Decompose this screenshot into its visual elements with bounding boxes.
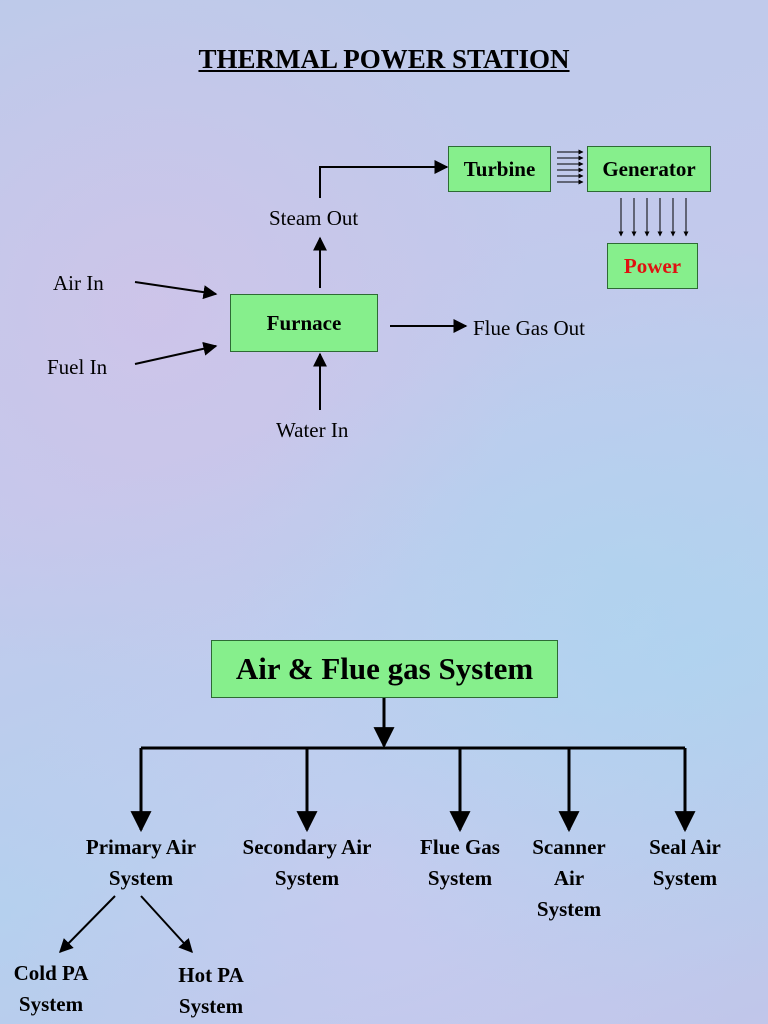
steam-out-label: Steam Out xyxy=(269,206,359,230)
secondary-air-system-node: Secondary Air System xyxy=(242,835,372,890)
scanner-air-system-node: Scanner Air System xyxy=(532,835,606,921)
power-label: Power xyxy=(623,253,682,278)
air-flue-gas-system-box: Air & Flue gas System xyxy=(211,640,558,698)
furnace-label: Furnace xyxy=(266,310,342,335)
branch-hot-pa xyxy=(140,895,193,954)
air-flue-gas-system-label: Air & Flue gas System xyxy=(235,651,534,686)
flue-gas-system-node: Flue Gas System xyxy=(420,835,500,890)
air-in-label: Air In xyxy=(53,271,104,295)
flue-gas-out-label: Flue Gas Out xyxy=(473,316,585,340)
water-in-label: Water In xyxy=(276,418,349,442)
primary-air-system-node: Primary Air System xyxy=(85,835,197,890)
page-title: THERMAL POWER STATION xyxy=(198,44,570,74)
fuel-in-label: Fuel In xyxy=(47,355,108,379)
branch-cold-pa xyxy=(59,895,116,953)
generator-power-arrows xyxy=(618,198,689,237)
generator-box: Generator xyxy=(587,146,711,192)
furnace-box: Furnace xyxy=(230,294,378,352)
turbine-label: Turbine xyxy=(463,156,536,181)
hot-pa-system-node: Hot PA System xyxy=(178,963,244,1018)
air-in-arrow xyxy=(134,281,218,300)
turbine-box: Turbine xyxy=(448,146,551,192)
turbine-generator-arrows xyxy=(557,149,584,185)
seal-air-system-node: Seal Air System xyxy=(649,835,721,890)
steam-to-turbine-arrow xyxy=(319,160,449,198)
power-box: Power xyxy=(607,243,698,289)
cold-pa-system-node: Cold PA System xyxy=(13,961,89,1016)
generator-label: Generator xyxy=(602,156,696,181)
fuel-in-arrow xyxy=(134,341,218,365)
